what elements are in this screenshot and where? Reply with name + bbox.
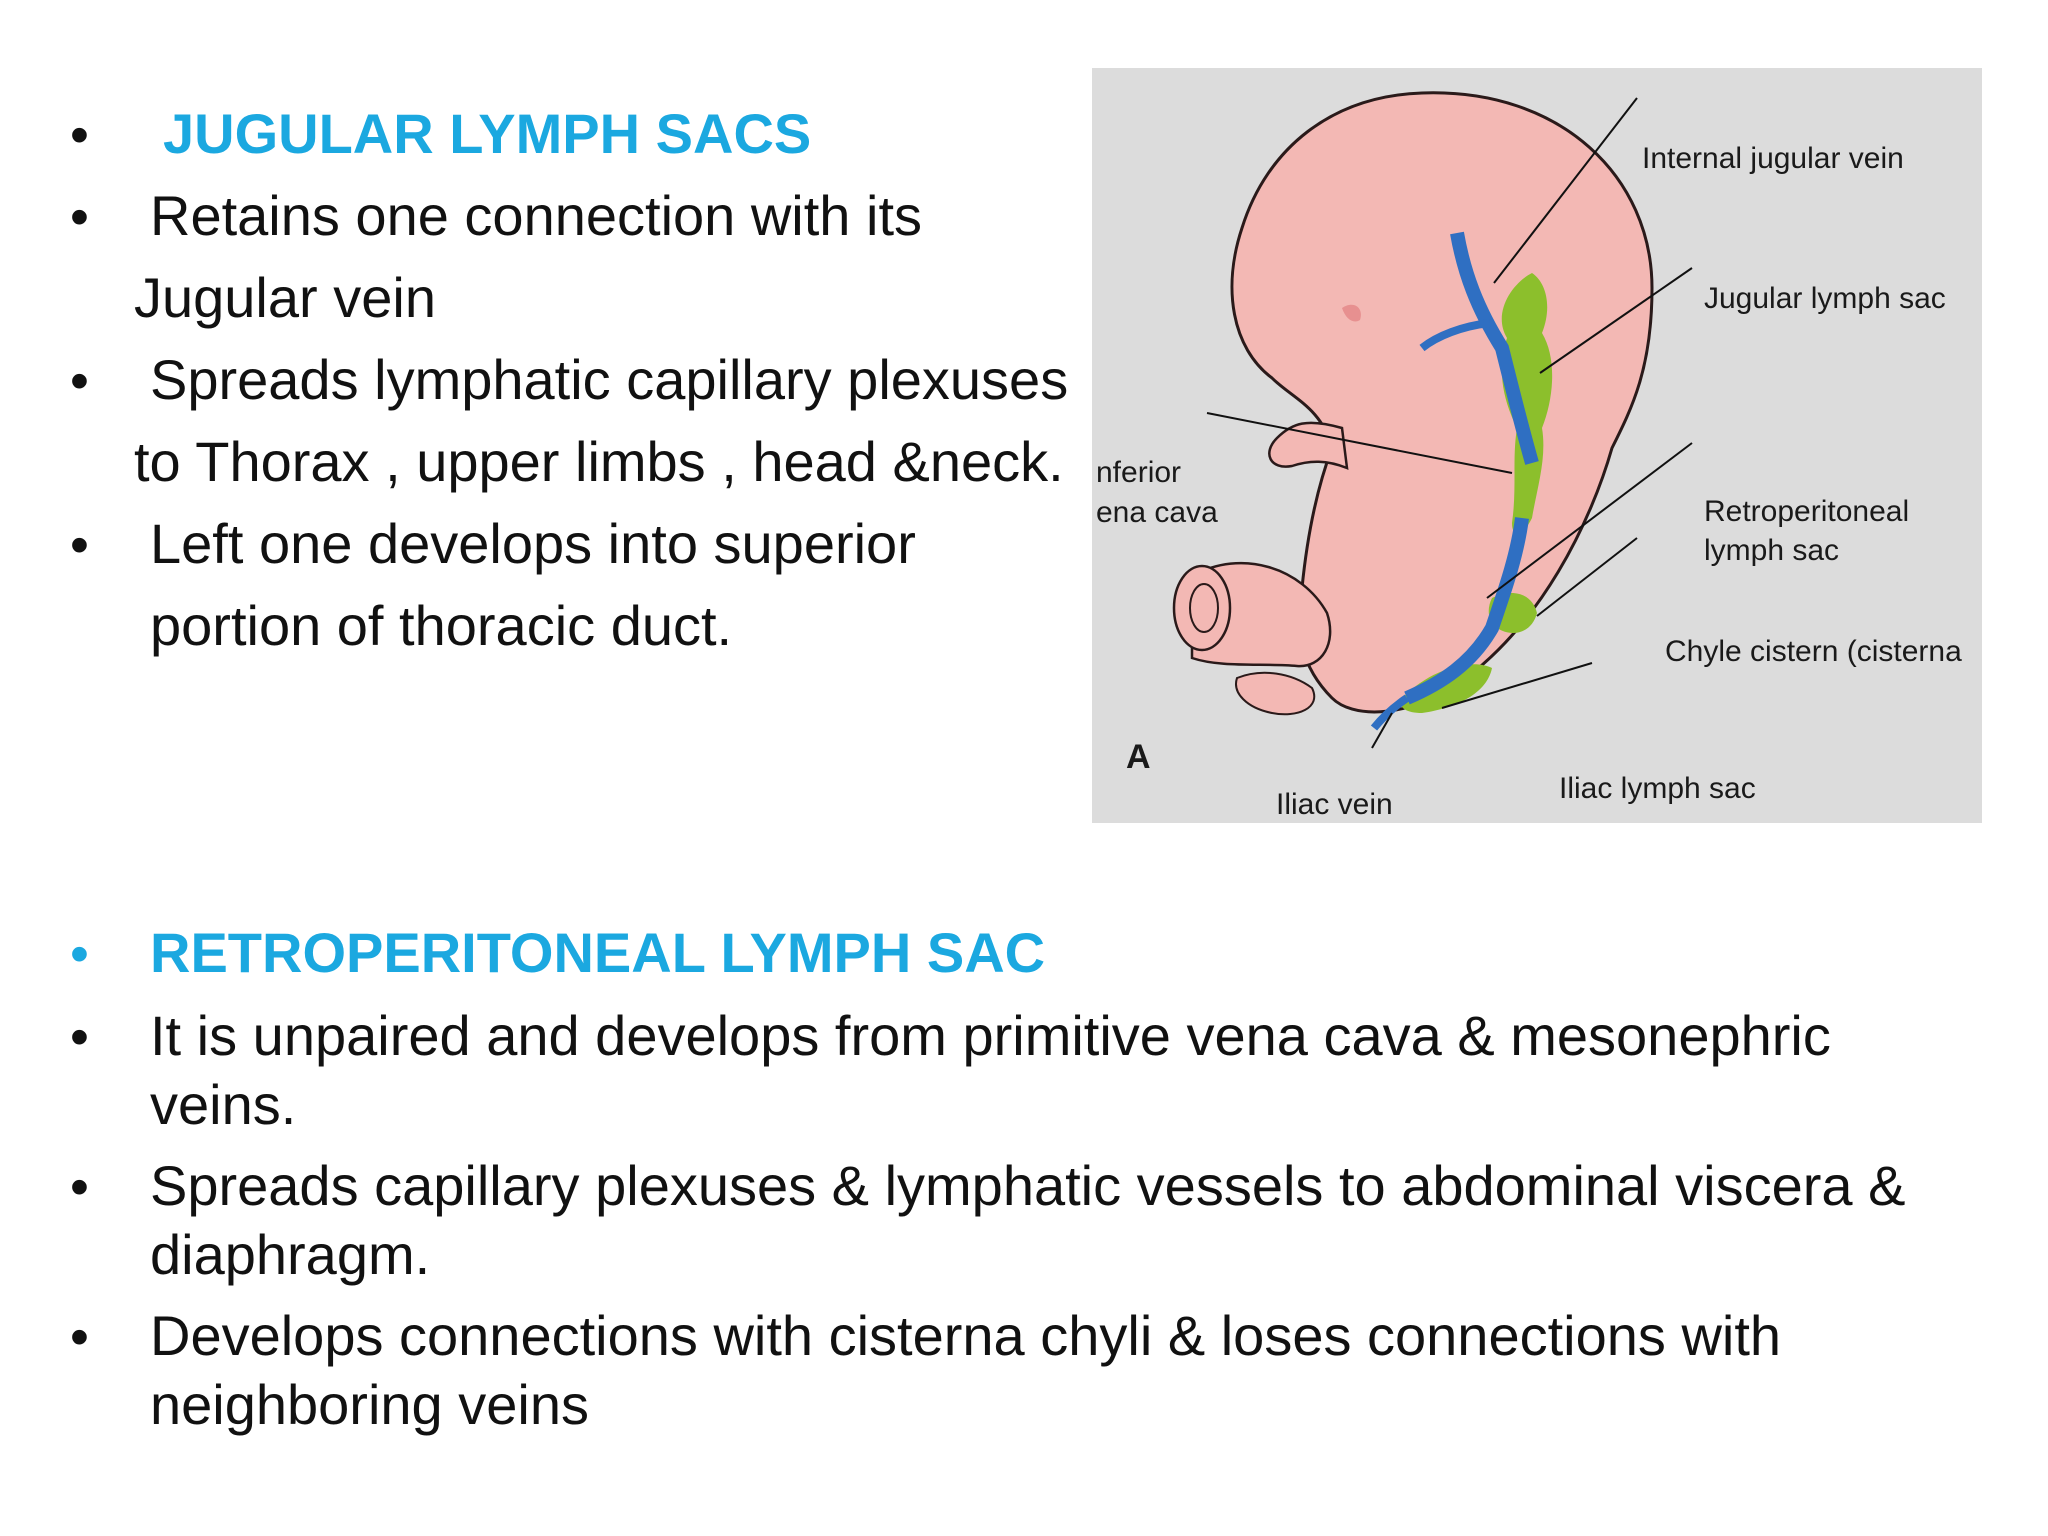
- jugular-lymph-sac-shape: [1501, 273, 1553, 534]
- embryo-foot: [1235, 671, 1316, 716]
- bullet-marker: •: [70, 1007, 89, 1067]
- heading-retroperitoneal-lymph-sac: RETROPERITONEAL LYMPH SAC: [150, 921, 1046, 984]
- jugular-vein-shape: [1450, 231, 1539, 465]
- bullet-text-continuation: neighboring veins: [150, 1373, 589, 1436]
- label-internal-jugular-vein: Internal jugular vein: [1642, 142, 1904, 175]
- leader-line: [1206, 412, 1513, 474]
- bullet-marker: •: [70, 924, 89, 984]
- heading-jugular-lymph-sacs: JUGULAR LYMPH SACS: [163, 102, 812, 165]
- bullet-marker: •: [70, 515, 89, 575]
- bullet-text-continuation: diaphragm.: [150, 1223, 431, 1286]
- bullet-text: It is unpaired and develops from primiti…: [150, 1004, 1831, 1067]
- embryo-leg-cross-section: [1172, 564, 1232, 652]
- label-retroperitoneal-line1: Retroperitoneal: [1704, 495, 1909, 528]
- label-jugular-lymph-sac: Jugular lymph sac: [1704, 282, 1946, 315]
- bullet-marker: •: [70, 105, 89, 165]
- bullet-text-continuation: veins.: [150, 1073, 297, 1136]
- inferior-vena-cava-shape: [1404, 517, 1529, 705]
- bullet-text-continuation: portion of thoracic duct.: [150, 594, 733, 657]
- iliac-vein-shape: [1370, 694, 1410, 731]
- bullet-marker: •: [70, 1307, 89, 1367]
- leader-line: [1441, 662, 1593, 709]
- embryo-ear: [1342, 304, 1361, 322]
- embryo-lymph-sac-figure: Internal jugular vein Jugular lymph sac …: [1092, 68, 1982, 823]
- bullet-text: Develops connections with cisterna chyli…: [150, 1304, 1782, 1367]
- bullet-text: Spreads lymphatic capillary plexuses: [150, 348, 1069, 411]
- bullet-marker: •: [70, 187, 89, 247]
- bullet-text-continuation: Jugular vein: [134, 266, 436, 329]
- leader-line: [1486, 442, 1693, 599]
- bullet-text-continuation: to Thorax , upper limbs , head &neck.: [134, 430, 1064, 493]
- jugular-vein-branch: [1419, 319, 1491, 352]
- label-retroperitoneal-line2: lymph sac: [1704, 534, 1839, 567]
- bullet-text: Left one develops into superior: [150, 512, 916, 575]
- leader-line: [1539, 267, 1693, 374]
- bullet-text: Spreads capillary plexuses & lymphatic v…: [150, 1154, 1906, 1217]
- leader-line: [1371, 712, 1393, 749]
- bullet-text: Retains one connection with its: [150, 184, 922, 247]
- embryo-illustration: Internal jugular vein Jugular lymph sac …: [1096, 91, 1962, 821]
- bullet-marker: •: [70, 1157, 89, 1217]
- embryo-body: [1230, 91, 1654, 714]
- label-inferior-vena-cava-line2: ena cava: [1096, 496, 1218, 529]
- iliac-lymph-sac-shape: [1400, 664, 1492, 713]
- leader-line: [1536, 537, 1638, 617]
- label-iliac-vein: Iliac vein: [1276, 788, 1393, 821]
- label-chyle-cistern: Chyle cistern (cisterna: [1665, 635, 1962, 668]
- bullet-marker: •: [70, 351, 89, 411]
- embryo-leg-inner: [1189, 583, 1219, 633]
- label-inferior-vena-cava-line1: nferior: [1096, 456, 1181, 489]
- leader-line: [1493, 97, 1638, 284]
- figure-panel-letter: A: [1126, 738, 1151, 776]
- embryo-arm: [1268, 421, 1349, 470]
- label-iliac-lymph-sac: Iliac lymph sac: [1559, 772, 1756, 805]
